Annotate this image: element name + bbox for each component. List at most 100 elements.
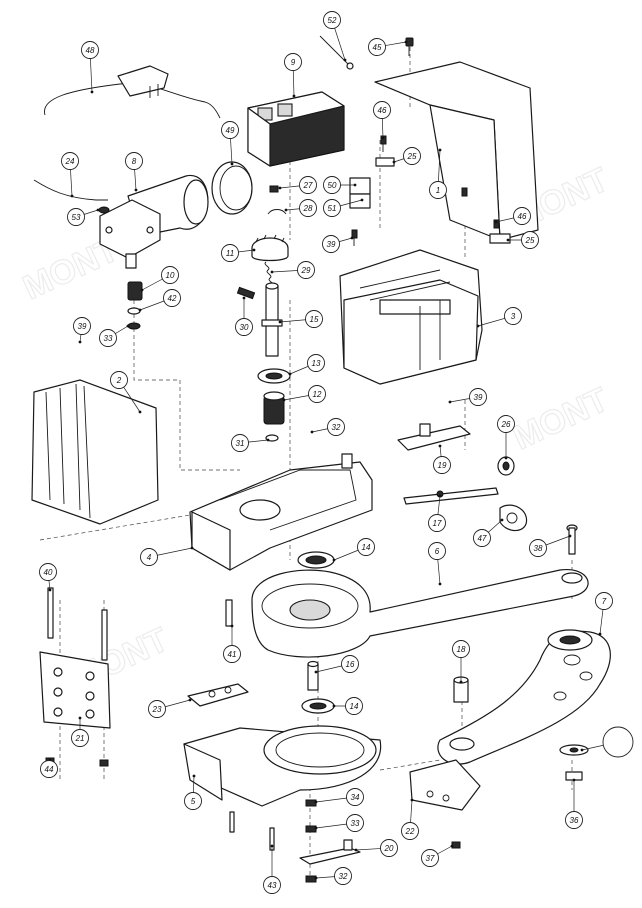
callout-circle	[140, 548, 158, 566]
callout-30[interactable]: 30	[235, 318, 253, 336]
callout-9[interactable]: 9	[284, 53, 302, 71]
callout-11[interactable]: 11	[221, 244, 239, 262]
callout-number: 42	[168, 294, 177, 303]
callout-number: 14	[350, 702, 359, 711]
callout-21[interactable]: 21	[71, 729, 89, 747]
callout-circle	[71, 729, 89, 747]
callout-23[interactable]: 23	[148, 700, 166, 718]
callout-33[interactable]: 33	[346, 814, 364, 832]
callout-35[interactable]: 35	[602, 726, 634, 758]
callout-circle	[452, 640, 470, 658]
callout-22[interactable]: 22	[401, 822, 419, 840]
callout-number: 28	[303, 204, 313, 213]
callout-39[interactable]: 39	[322, 235, 340, 253]
callout-7[interactable]: 7	[595, 592, 613, 610]
callout-51[interactable]: 51	[323, 199, 341, 217]
leader-dot-6	[438, 582, 442, 586]
callout-number: 34	[351, 793, 360, 802]
callout-number: 51	[328, 204, 337, 213]
callout-43[interactable]: 43	[263, 876, 281, 894]
callout-39[interactable]: 39	[73, 317, 91, 335]
callout-53[interactable]: 53	[67, 208, 85, 226]
leader-dot-22	[410, 798, 414, 802]
callout-12[interactable]: 12	[308, 385, 326, 403]
callout-circle	[403, 147, 421, 165]
callout-25[interactable]: 25	[403, 147, 421, 165]
callout-42[interactable]: 42	[163, 289, 181, 307]
callout-39[interactable]: 39	[469, 388, 487, 406]
callout-10[interactable]: 10	[161, 266, 179, 284]
callout-36[interactable]: 36	[565, 811, 583, 829]
callout-number: 1	[436, 186, 440, 195]
callout-circle	[421, 849, 439, 867]
callout-16[interactable]: 16	[341, 655, 359, 673]
leader-dot-5	[192, 774, 196, 778]
callout-44[interactable]: 44	[40, 760, 58, 778]
callout-20[interactable]: 20	[380, 839, 398, 857]
callout-34[interactable]: 34	[346, 788, 364, 806]
callout-45[interactable]: 45	[368, 38, 386, 56]
callout-24[interactable]: 24	[61, 152, 79, 170]
callout-circle	[504, 307, 522, 325]
leader-dot-42	[138, 308, 142, 312]
callout-46[interactable]: 46	[373, 101, 391, 119]
callout-8[interactable]: 8	[125, 152, 143, 170]
callout-32[interactable]: 32	[327, 418, 345, 436]
callout-31[interactable]: 31	[231, 434, 249, 452]
callout-27[interactable]: 27	[299, 176, 317, 194]
callout-49[interactable]: 49	[221, 121, 239, 139]
callout-40[interactable]: 40	[39, 563, 57, 581]
cable-tie-part	[319, 35, 354, 70]
leader-dot-11	[252, 248, 256, 252]
callout-2[interactable]: 2	[110, 371, 128, 389]
leader-dot-36	[572, 778, 576, 782]
callout-18[interactable]: 18	[452, 640, 470, 658]
callout-number: 27	[303, 181, 313, 190]
callout-number: 33	[351, 819, 360, 828]
callout-13[interactable]: 13	[307, 354, 325, 372]
callout-46[interactable]: 46	[513, 207, 531, 225]
callout-circle	[428, 542, 446, 560]
callout-26[interactable]: 26	[497, 415, 515, 433]
motor-part	[99, 174, 209, 269]
callout-number: 37	[426, 854, 435, 863]
callout-38[interactable]: 38	[529, 539, 547, 557]
callout-3[interactable]: 3	[504, 307, 522, 325]
callout-number: 21	[75, 734, 85, 743]
leader-dot-4	[190, 546, 194, 550]
callout-47[interactable]: 47	[473, 529, 491, 547]
leader-dot-25	[506, 238, 510, 242]
callout-19[interactable]: 19	[433, 456, 451, 474]
callout-number: 41	[228, 650, 237, 659]
callout-15[interactable]: 15	[305, 310, 323, 328]
callout-number: 32	[332, 423, 341, 432]
callout-number: 43	[268, 881, 277, 890]
leader-dot-23	[188, 698, 192, 702]
bearing-part-14	[297, 551, 335, 569]
callout-50[interactable]: 50	[323, 176, 341, 194]
callout-25[interactable]: 25	[521, 231, 539, 249]
callout-6[interactable]: 6	[428, 542, 446, 560]
callout-4[interactable]: 4	[140, 548, 158, 566]
callout-14[interactable]: 14	[345, 697, 363, 715]
leader-dot-16	[314, 670, 318, 674]
callout-28[interactable]: 28	[299, 199, 317, 217]
callout-37[interactable]: 37	[421, 849, 439, 867]
callout-52[interactable]: 52	[323, 11, 341, 29]
callout-circle	[161, 266, 179, 284]
callout-48[interactable]: 48	[81, 41, 99, 59]
callout-33[interactable]: 33	[99, 329, 117, 347]
callout-41[interactable]: 41	[223, 645, 241, 663]
highlight-ring	[602, 726, 634, 758]
callout-17[interactable]: 17	[428, 514, 446, 532]
callout-29[interactable]: 29	[297, 261, 315, 279]
callout-circle	[299, 199, 317, 217]
callout-number: 38	[534, 544, 543, 553]
callout-5[interactable]: 5	[184, 792, 202, 810]
callout-1[interactable]: 1	[429, 181, 447, 199]
callout-32[interactable]: 32	[334, 867, 352, 885]
callout-number: 36	[570, 816, 579, 825]
leader-dot-30	[242, 296, 246, 300]
leader-dot-12	[282, 398, 286, 402]
callout-14[interactable]: 14	[357, 538, 375, 556]
